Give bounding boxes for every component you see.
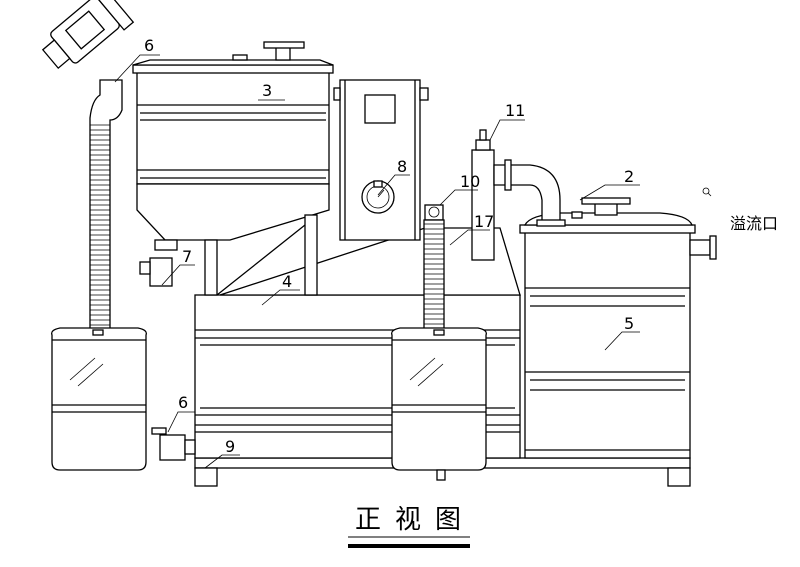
callout-2: 2 [624,167,634,186]
left-drum [51,327,147,471]
callout-11: 11 [505,101,525,120]
valve-7 [139,257,173,287]
view-caption: 正视图 [355,505,475,535]
callout-8: 8 [397,157,407,176]
callout-9: 9 [225,437,235,456]
callout-3: 3 [262,81,272,100]
callout-4: 4 [282,272,292,291]
overflow-outlet-label: 溢流口 [730,214,778,233]
callout-7: 7 [182,247,192,266]
callout-6-top: 6 [144,36,154,55]
callout-17: 17 [474,212,494,231]
pump-assembly [424,129,566,261]
left-hose [89,79,123,331]
middle-drum [391,327,487,481]
upper-tank [132,41,334,296]
callout-6-lower: 6 [178,393,188,412]
leader-lines [114,54,640,469]
callout-10: 10 [460,172,480,191]
motor-unit [41,0,135,70]
control-box [333,79,429,241]
valve-6-lower [151,427,196,461]
right-tank [519,187,717,459]
middle-hose [423,219,445,331]
callout-5: 5 [624,314,634,333]
